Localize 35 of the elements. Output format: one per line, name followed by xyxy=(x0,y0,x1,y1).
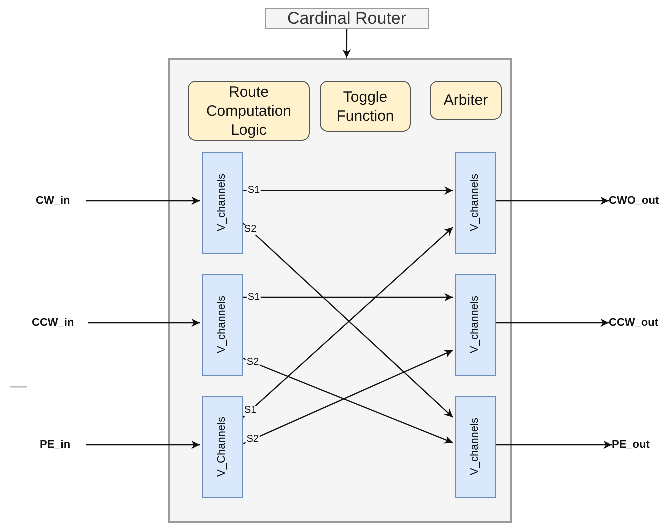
arrow xyxy=(241,293,453,302)
channel-buffer xyxy=(455,274,496,376)
port-label: CW_in xyxy=(36,194,86,208)
node-label: V_channels xyxy=(470,418,481,476)
title-box: Cardinal Router xyxy=(265,8,429,29)
node-label: V_channels xyxy=(470,296,481,354)
port-label: CCW_in xyxy=(32,316,88,330)
logic-block: Route Computation Logic xyxy=(188,81,310,141)
node-label: V_channels xyxy=(217,296,228,354)
node-label: V_channels xyxy=(470,174,481,232)
router-frame xyxy=(168,58,512,523)
port-label: CCW_out xyxy=(609,316,671,330)
arrow xyxy=(86,196,200,206)
port-label: CWO_out xyxy=(609,194,671,208)
channel-buffer xyxy=(202,274,243,376)
channel-buffer xyxy=(455,152,496,254)
arrow xyxy=(241,186,453,195)
edge-label: S2 xyxy=(246,434,260,445)
logic-block: Toggle Function xyxy=(320,81,411,132)
port-label: PE_in xyxy=(40,438,86,452)
arrow xyxy=(494,196,609,206)
edge-label: S2 xyxy=(243,225,258,236)
node-label: V_channels xyxy=(217,174,228,232)
channel-buffer xyxy=(202,396,243,498)
arrow xyxy=(494,318,609,328)
node-label: V_Channels xyxy=(217,417,228,477)
port-label: PE_out xyxy=(612,438,662,452)
arrow xyxy=(342,29,352,58)
logic-block: Arbiter xyxy=(430,81,502,120)
edge-label: S1 xyxy=(244,406,258,416)
channel-buffer xyxy=(202,152,243,254)
channel-buffer xyxy=(455,396,496,498)
arrow xyxy=(86,440,200,450)
arrow xyxy=(494,440,612,450)
arrow xyxy=(88,318,200,328)
